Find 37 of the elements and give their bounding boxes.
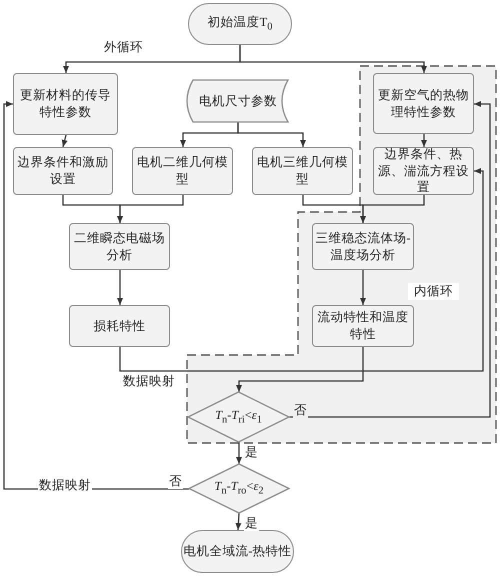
process-box: 电机二维几何模型 <box>132 147 233 195</box>
arrow <box>236 442 242 464</box>
process-box: 更新材料的传导特性参数 <box>13 73 118 135</box>
process-box: 损耗特性 <box>69 305 170 347</box>
arrow <box>289 101 491 418</box>
loop-label: 数据映射 <box>38 478 92 493</box>
arrow <box>119 168 484 372</box>
arrow <box>235 512 242 530</box>
arrow <box>237 122 306 147</box>
arrow <box>360 270 366 305</box>
edge-label: 是 <box>244 516 259 531</box>
edge-label: 是 <box>244 445 259 460</box>
arrow <box>117 270 123 305</box>
loop-label: 外循环 <box>103 40 144 55</box>
arrow <box>3 101 189 490</box>
process-box: 二维瞬态电磁场分析 <box>69 223 170 270</box>
process-box: 边界条件和激励设置 <box>13 147 113 195</box>
arrow <box>239 45 427 73</box>
terminal-box: 初始温度T$_{0}$ <box>188 3 292 45</box>
arrow <box>117 195 184 223</box>
process-box: 更新空气的热物理特性参数 <box>373 73 474 134</box>
edge-label: 否 <box>168 474 183 489</box>
arrow <box>236 347 364 392</box>
process-box: 边界条件、热源、湍流方程设置 <box>373 147 474 195</box>
edge-label: 否 <box>293 403 308 418</box>
process-box: 电机三维几何模型 <box>252 147 353 195</box>
decision-diamond: T$_{n}$-T$_{ri}$<ε$_{1}$ <box>188 392 289 442</box>
loop-label: 内循环 <box>408 283 459 300</box>
process-box: 三维稳态流体场-温度场分析 <box>312 223 414 270</box>
arrow <box>421 134 427 147</box>
edge-label: 数据映射 <box>122 374 176 389</box>
arrow <box>62 134 68 148</box>
arrow <box>360 195 425 223</box>
process-box: 流动特性和温度特性 <box>312 305 414 347</box>
terminal-box: 电机全域流-热特性 <box>181 530 294 573</box>
parameter-tape: 电机尺寸参数 <box>188 80 288 122</box>
decision-diamond: T$_{n}$-T$_{ro}$<ε$_{2}$ <box>189 464 289 513</box>
